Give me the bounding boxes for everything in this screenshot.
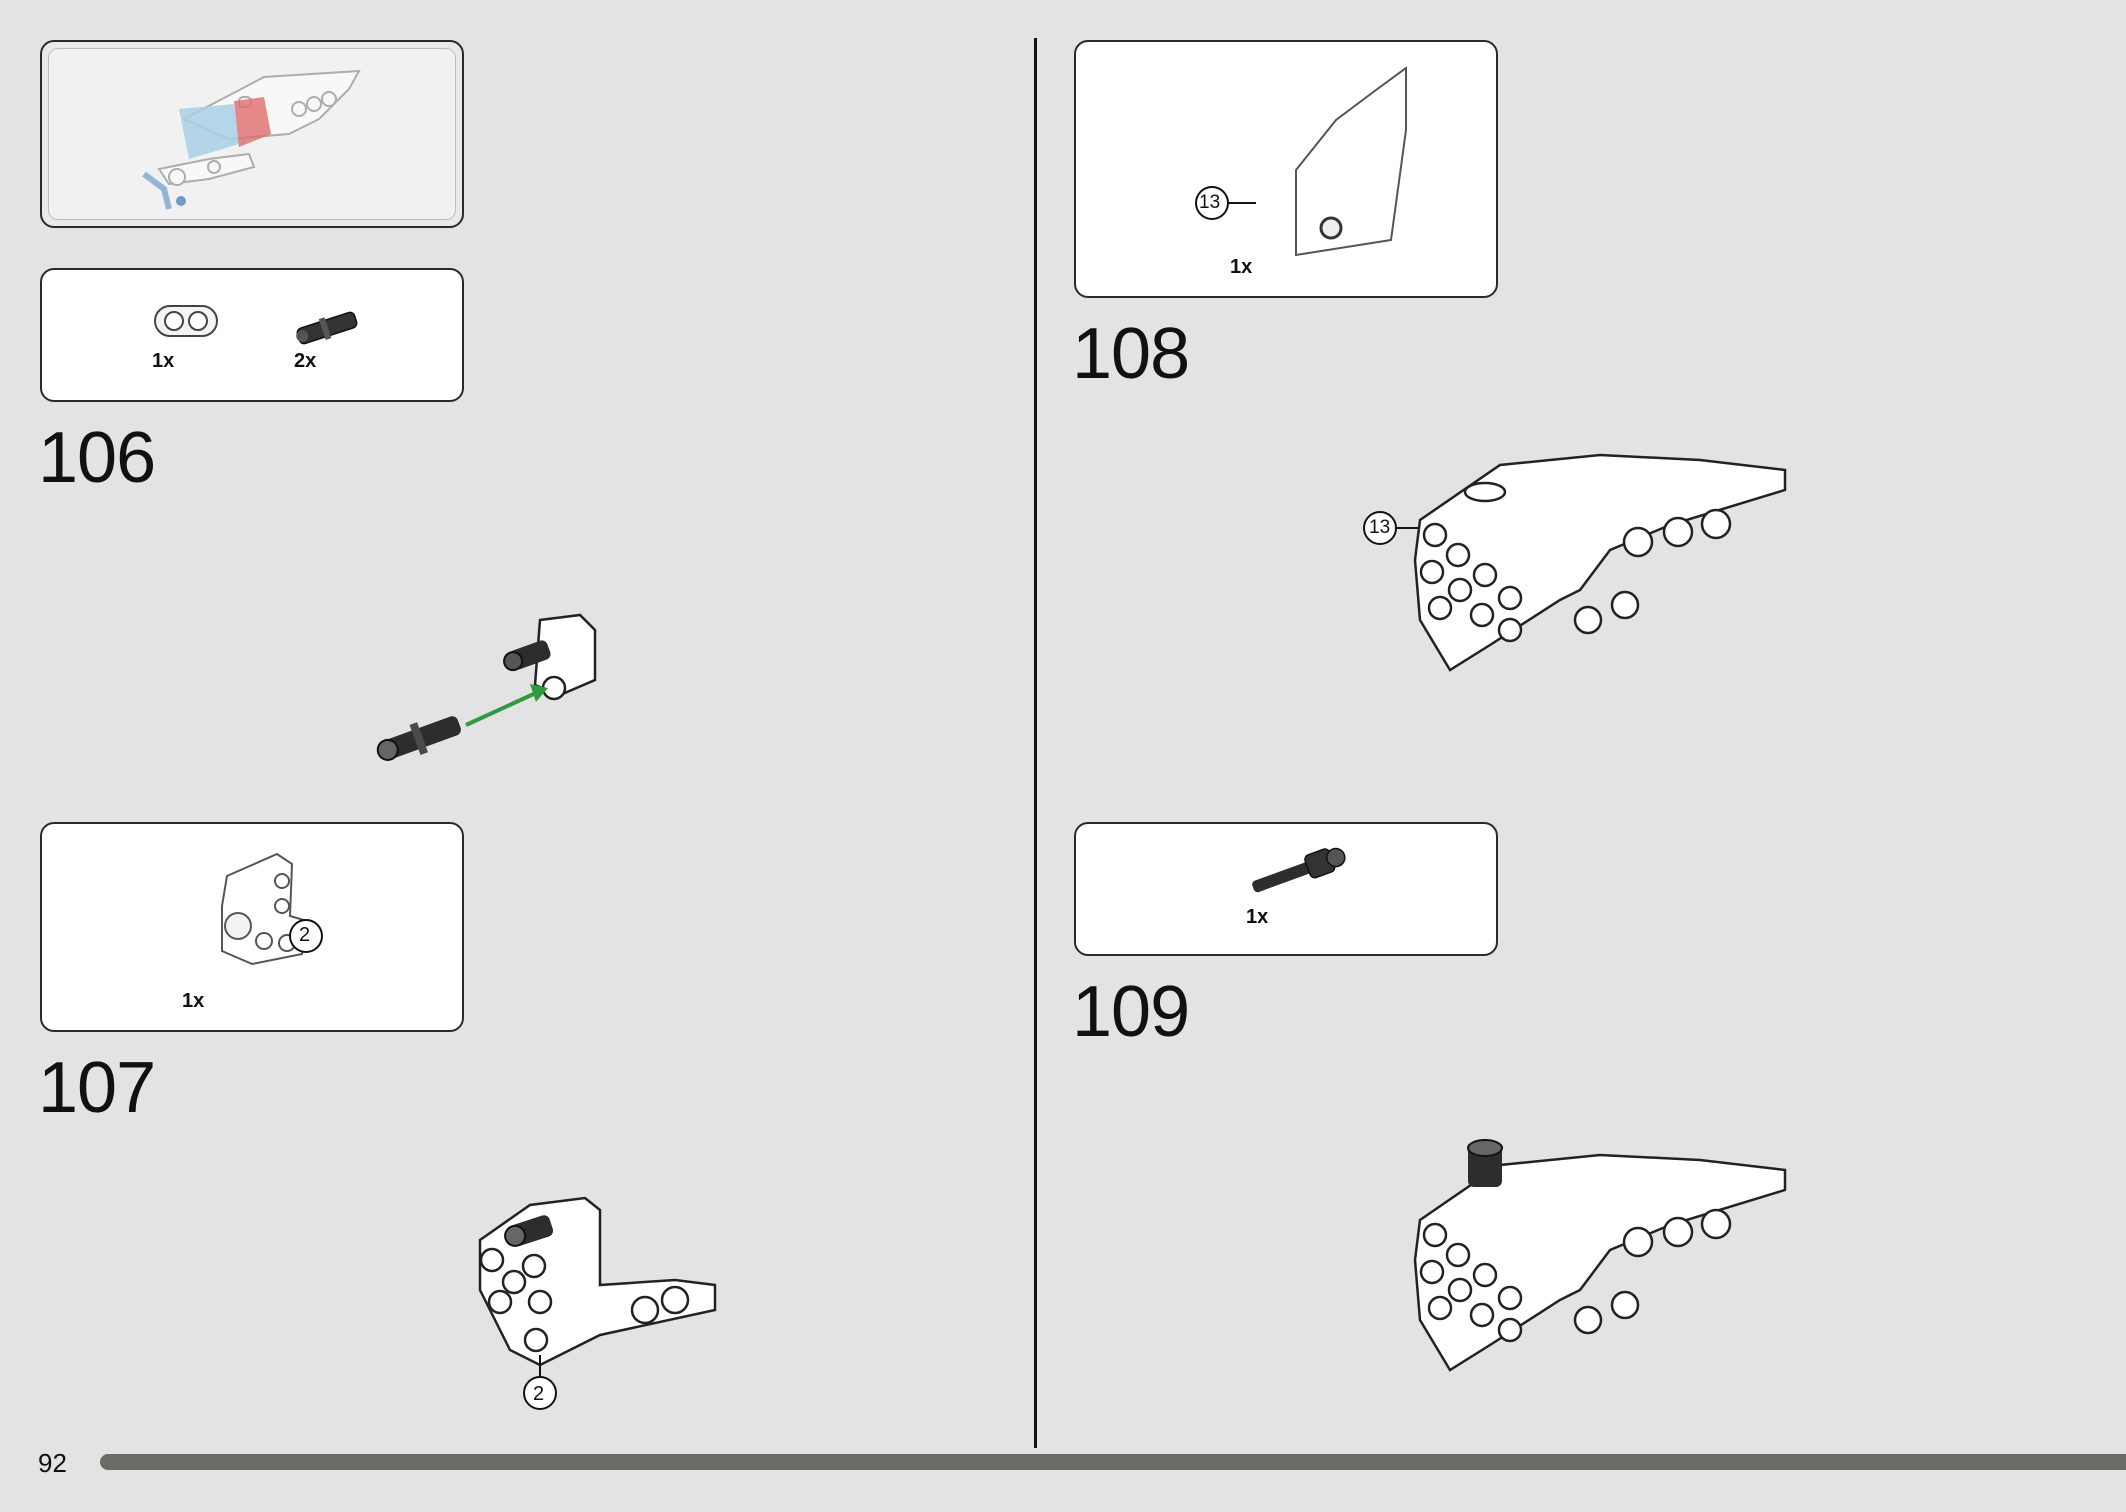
parts-list-106: 1x 2x <box>40 268 464 402</box>
fairing-panel-icon <box>1295 66 1407 257</box>
parts-list-109: 1x <box>1074 822 1498 956</box>
subassembly-preview-icon <box>142 69 361 210</box>
overview-thumbnail <box>40 40 464 228</box>
page-divider <box>1034 38 1037 1448</box>
callout-number: 13 <box>1199 192 1221 213</box>
part-qty: 1x <box>152 350 175 372</box>
step-number: 106 <box>38 418 156 498</box>
callout-circle <box>1195 186 1256 220</box>
step-number: 109 <box>1072 972 1190 1052</box>
step-number: 108 <box>1072 314 1190 394</box>
step-108-illustration <box>1363 453 1787 672</box>
callout-circle <box>289 919 323 953</box>
part-qty: 1x <box>182 990 205 1012</box>
callout-number: 2 <box>533 1383 545 1405</box>
part-qty: 2x <box>294 350 317 372</box>
part-qty: 1x <box>1230 256 1253 278</box>
beam-connector-icon <box>154 305 218 337</box>
step-number: 107 <box>38 1048 156 1128</box>
step-106-illustration <box>376 613 597 761</box>
callout-number: 2 <box>299 924 311 946</box>
step-107-illustration <box>478 1196 717 1410</box>
axle-pin-icon <box>296 311 358 345</box>
part-qty: 1x <box>1246 906 1269 928</box>
callout-number: 13 <box>1369 517 1391 538</box>
corner-beam-icon <box>221 852 310 966</box>
parts-list-108: 13 1x <box>1074 40 1498 298</box>
page-number: 92 <box>38 1448 67 1478</box>
long-axle-pin-icon <box>1252 847 1346 893</box>
progress-bar <box>100 1454 2126 1470</box>
parts-list-107: 2 1x <box>40 822 464 1032</box>
step-109-illustration <box>1413 1139 1787 1372</box>
